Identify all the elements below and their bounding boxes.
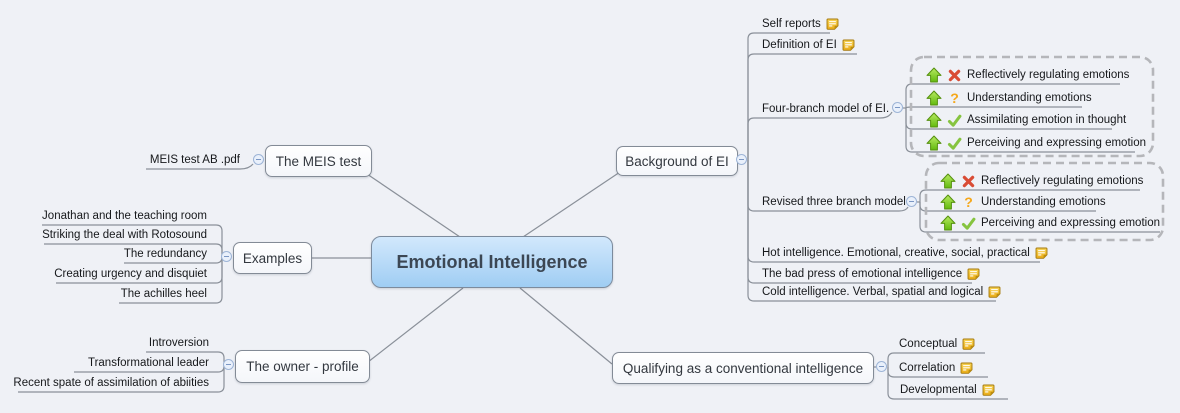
subtopic-owner-1[interactable]: Introversion: [148, 337, 209, 349]
line-central-owner: [367, 287, 464, 363]
line-central-qualifying: [519, 287, 613, 365]
boundary-revised-group: [924, 161, 1165, 242]
topic-the-meis-test[interactable]: The MEIS test: [265, 145, 372, 177]
red-cross-icon: [961, 174, 976, 189]
subtopic-owner-2[interactable]: Transformational leader: [87, 357, 209, 369]
subtopic-bad-press[interactable]: The bad press of emotional intelligence: [762, 266, 980, 282]
red-cross-icon: [947, 68, 962, 83]
question-mark-icon: [961, 195, 976, 210]
subtopic-rv-reflectively[interactable]: Reflectively regulating emotions: [940, 173, 1143, 189]
subtopic-fb-assimilating[interactable]: Assimilating emotion in thought: [926, 112, 1126, 128]
green-up-arrow-icon: [926, 112, 942, 128]
collapse-button-four-branch[interactable]: [892, 102, 903, 113]
green-up-arrow-icon: [926, 90, 942, 106]
notes-icon[interactable]: [826, 18, 839, 31]
line-central-background: [522, 171, 621, 238]
topic-owner-profile[interactable]: The owner - profile: [235, 350, 370, 383]
subtopic-conceptual[interactable]: Conceptual: [899, 336, 975, 352]
topic-qualifying[interactable]: Qualifying as a conventional intelligenc…: [612, 352, 874, 384]
green-up-arrow-icon: [926, 67, 942, 83]
collapse-button-revised[interactable]: [906, 196, 917, 207]
green-check-icon: [947, 113, 962, 128]
subtopic-self-reports[interactable]: Self reports: [762, 16, 839, 32]
notes-icon[interactable]: [988, 286, 1001, 299]
topic-background-of-ei[interactable]: Background of EI: [616, 146, 738, 176]
central-topic[interactable]: Emotional Intelligence: [371, 236, 613, 288]
green-up-arrow-icon: [926, 135, 942, 151]
subtopic-fb-reflectively[interactable]: Reflectively regulating emotions: [926, 67, 1129, 83]
subtopic-example-3[interactable]: The redundancy: [123, 248, 207, 260]
green-up-arrow-icon: [940, 215, 956, 231]
subtopic-meis-pdf[interactable]: MEIS test AB .pdf: [149, 154, 240, 166]
notes-icon[interactable]: [960, 362, 973, 375]
subtopic-rv-perceiving[interactable]: Perceiving and expressing emotion: [940, 215, 1160, 231]
green-check-icon: [961, 216, 976, 231]
collapse-button-examples[interactable]: [221, 251, 232, 262]
notes-icon[interactable]: [982, 384, 995, 397]
green-check-icon: [947, 136, 962, 151]
collapse-button-background[interactable]: [736, 154, 747, 165]
question-mark-icon: [947, 91, 962, 106]
notes-icon[interactable]: [962, 338, 975, 351]
subtopic-fb-understanding[interactable]: Understanding emotions: [926, 90, 1092, 106]
subtopic-example-4[interactable]: Creating urgency and disquiet: [54, 268, 207, 280]
subtopic-example-1[interactable]: Jonathan and the teaching room: [42, 210, 207, 222]
collapse-button-qualifying[interactable]: [876, 361, 887, 372]
notes-icon[interactable]: [1035, 247, 1048, 260]
subtopic-correlation[interactable]: Correlation: [899, 360, 973, 376]
subtopic-four-branch-model[interactable]: Four-branch model of EI.: [762, 103, 890, 115]
subtopic-fb-perceiving[interactable]: Perceiving and expressing emotion: [926, 135, 1146, 151]
subtopic-definition-of-ei[interactable]: Definition of EI: [762, 37, 855, 53]
subtopic-cold-intelligence[interactable]: Cold intelligence. Verbal, spatial and l…: [762, 284, 1001, 300]
notes-icon[interactable]: [842, 39, 855, 52]
subtopic-example-5[interactable]: The achilles heel: [120, 288, 207, 300]
subtopic-rv-understanding[interactable]: Understanding emotions: [940, 194, 1106, 210]
collapse-button-owner[interactable]: [223, 359, 234, 370]
topic-examples[interactable]: Examples: [233, 242, 312, 274]
line-central-meis: [366, 173, 461, 238]
subtopic-owner-3[interactable]: Recent spate of assimilation of abiities: [13, 377, 209, 389]
subtopic-hot-intelligence[interactable]: Hot intelligence. Emotional, creative, s…: [762, 245, 1048, 261]
green-up-arrow-icon: [940, 194, 956, 210]
boundary-four-branch-group: [909, 55, 1155, 158]
subtopic-revised-three-branch[interactable]: Revised three branch model: [762, 196, 906, 208]
notes-icon[interactable]: [967, 268, 980, 281]
subtopic-developmental[interactable]: Developmental: [900, 382, 995, 398]
green-up-arrow-icon: [940, 173, 956, 189]
collapse-button-meis[interactable]: [253, 154, 264, 165]
subtopic-example-2[interactable]: Striking the deal with Rotosound: [42, 229, 207, 241]
